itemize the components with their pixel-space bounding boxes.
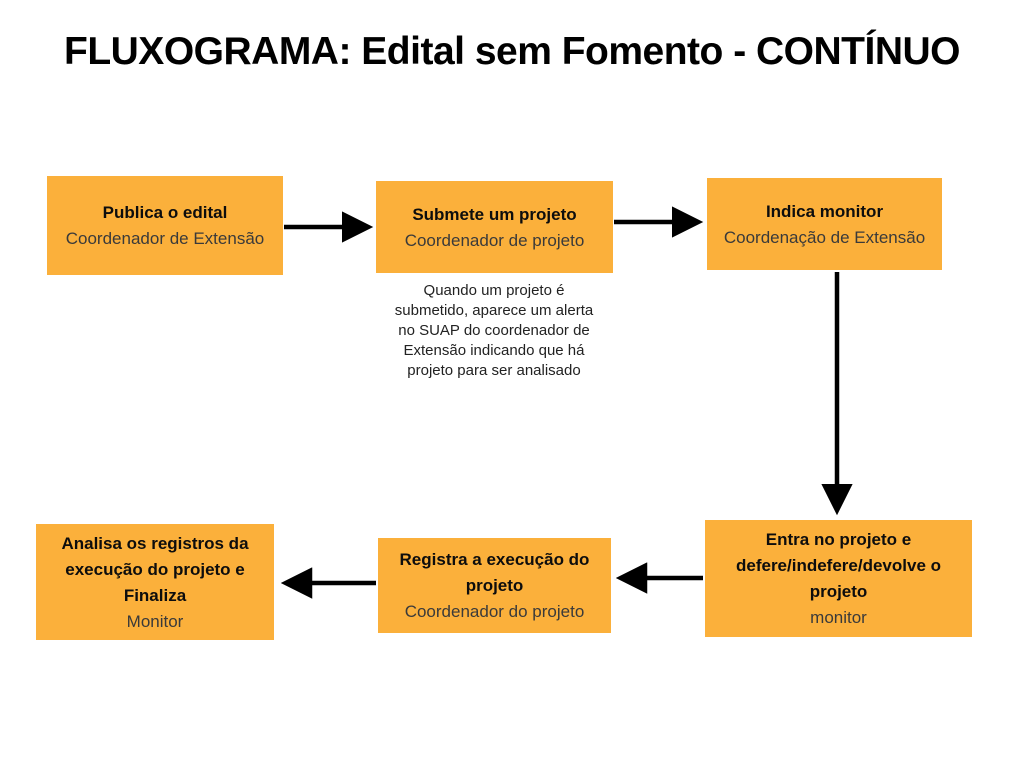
node-registra-execucao-subtitle: Coordenador do projeto [404,602,585,621]
node-submete-projeto-title: Submete um projeto [412,204,577,224]
node-submete-projeto: Submete um projeto Coordenador de projet… [376,181,613,273]
node-indica-monitor: Indica monitor Coordenação de Extensão [707,178,942,270]
node-publica-edital-subtitle: Coordenador de Extensão [65,229,265,248]
page-title: FLUXOGRAMA: Edital sem Fomento - CONTÍNU… [64,30,961,73]
node-analisa-finaliza-subtitle: Monitor [126,611,184,631]
submete-projeto-note: Quando um projeto é submetido, aparece u… [394,282,594,379]
node-analisa-finaliza: Analisa os registros da execução do proj… [36,524,274,640]
node-registra-execucao: Registra a execução do projeto Coordenad… [378,538,611,633]
node-registra-execucao-title: Registra a execução do projeto [399,550,590,595]
node-indica-monitor-subtitle: Coordenação de Extensão [723,227,926,247]
node-publica-edital-title: Publica o edital [102,203,228,222]
node-defere-projeto-title: Entra no projeto e defere/indefere/devol… [735,530,942,601]
node-publica-edital: Publica o edital Coordenador de Extensão [47,176,283,275]
node-submete-projeto-subtitle: Coordenador de projeto [404,230,585,250]
node-defere-projeto: Entra no projeto e defere/indefere/devol… [705,520,972,637]
node-indica-monitor-title: Indica monitor [765,201,884,221]
node-defere-projeto-subtitle: monitor [810,608,867,627]
node-analisa-finaliza-title: Analisa os registros da execução do proj… [61,533,249,605]
